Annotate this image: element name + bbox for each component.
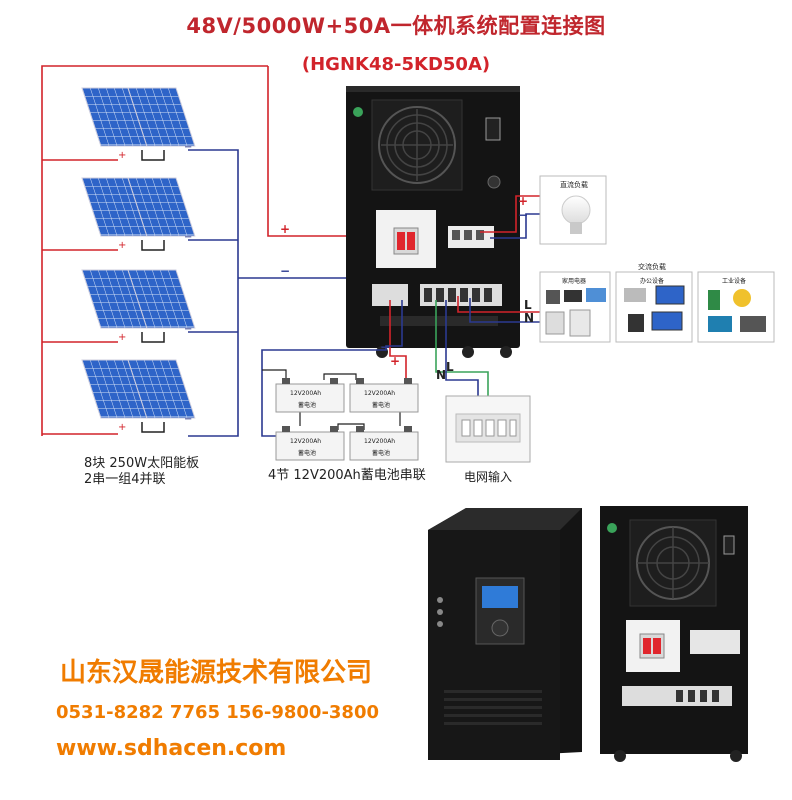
website[interactable]: www.sdhacen.com xyxy=(56,736,287,761)
dc-load-box xyxy=(539,175,607,245)
office-equipment-label: 办公设备 xyxy=(640,278,665,285)
solar-array xyxy=(81,87,196,419)
battery-caption: 4节 12V200Ah蓄电池串联 xyxy=(268,468,426,483)
panel-minus: − xyxy=(184,414,193,425)
series-links xyxy=(141,150,165,433)
panel-plus: + xyxy=(118,422,127,433)
phone-numbers: 0531-8282 7765 156-9800-3800 xyxy=(56,702,380,723)
battery-label: 12V200Ah xyxy=(290,390,322,397)
battery-label: 12V200Ah xyxy=(364,390,396,397)
battery-label: 12V200Ah xyxy=(290,438,322,445)
battery-sub: 蓄电池 xyxy=(372,402,391,409)
solar-panel xyxy=(127,359,196,419)
solar-panel xyxy=(127,269,196,329)
minus-marker: − xyxy=(280,264,291,278)
panel-plus: + xyxy=(118,332,127,343)
panel-plus: + xyxy=(118,150,127,161)
grid-L-label: L xyxy=(446,360,454,374)
battery-sub: 蓄电池 xyxy=(298,450,317,457)
unit-photo-left xyxy=(428,508,582,760)
grid-N-label: N xyxy=(436,368,447,382)
battery-bank xyxy=(275,378,419,461)
ac-load-boxes xyxy=(539,271,775,343)
dc-minus-marker: − xyxy=(518,208,529,222)
grid-caption: 电网输入 xyxy=(464,470,513,484)
battery-plus-marker: + xyxy=(390,354,401,368)
panel-minus: − xyxy=(184,232,193,243)
solar-caption-1: 8块 250W太阳能板 xyxy=(84,456,200,471)
positive-bus xyxy=(41,65,414,436)
battery-sub: 蓄电池 xyxy=(372,450,391,457)
solar-panel xyxy=(127,87,196,147)
panel-minus: − xyxy=(184,324,193,335)
ac-N-label: N xyxy=(524,311,535,325)
distribution-box xyxy=(445,395,531,463)
panel-plus: + xyxy=(118,240,127,251)
home-appliances-label: 家用电器 xyxy=(562,278,587,285)
industrial-equipment-label: 工业设备 xyxy=(722,278,747,285)
dc-plus-marker: + xyxy=(518,194,529,208)
ac-L-label: L xyxy=(524,298,532,312)
battery-minus-marker: − xyxy=(380,340,391,354)
unit-photo-right xyxy=(600,506,748,762)
battery-label: 12V200Ah xyxy=(364,438,396,445)
page-title: 48V/5000W+50A一体机系统配置连接图 xyxy=(186,14,606,38)
solar-caption-2: 2串一组4并联 xyxy=(84,472,166,487)
company-name: 山东汉晟能源技术有限公司 xyxy=(60,658,373,688)
dc-load-title: 直流负载 xyxy=(560,181,588,189)
ac-load-title: 交流负载 xyxy=(638,263,666,271)
panel-minus: − xyxy=(184,142,193,153)
battery-sub: 蓄电池 xyxy=(298,402,317,409)
model-number: (HGNK48-5KD50A) xyxy=(301,54,491,75)
plus-marker: + xyxy=(280,222,291,236)
solar-panel xyxy=(127,177,196,237)
main-unit xyxy=(346,86,520,358)
